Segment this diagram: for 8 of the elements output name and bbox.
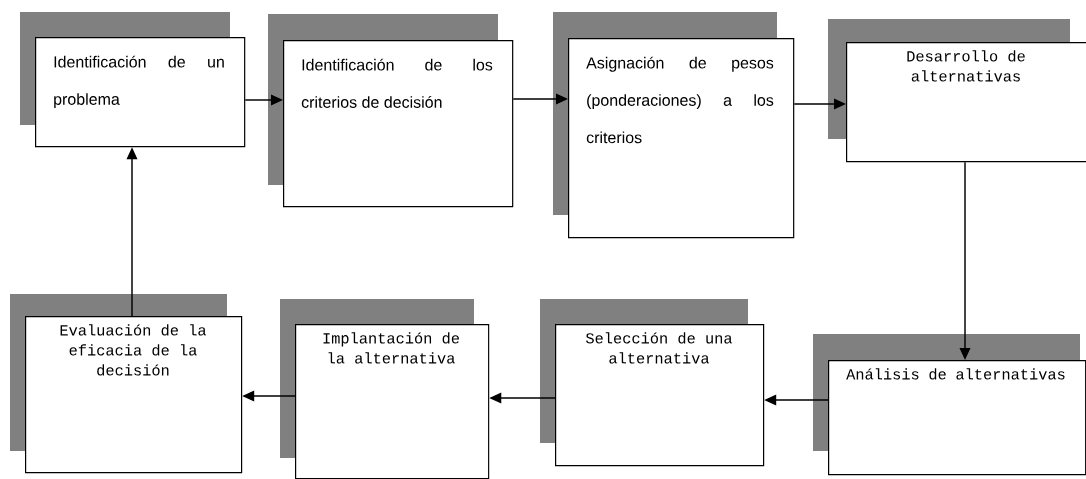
process-box: Identificación de un problema	[20, 12, 246, 148]
process-box: Desarrollo de alternativas	[828, 19, 1086, 163]
process-box: Análisis de alternativas	[813, 334, 1086, 476]
process-box: Identificación de los criterios de decisión	[268, 14, 514, 208]
process-box: Evaluación de la eficacia de la decisión	[10, 294, 243, 474]
process-box: Selección de una alternativa	[540, 299, 765, 467]
process-box: Implantación de la alternativa	[280, 299, 490, 479]
process-box: Asignación de pesos (ponderaciones) a los criterios	[553, 12, 795, 239]
